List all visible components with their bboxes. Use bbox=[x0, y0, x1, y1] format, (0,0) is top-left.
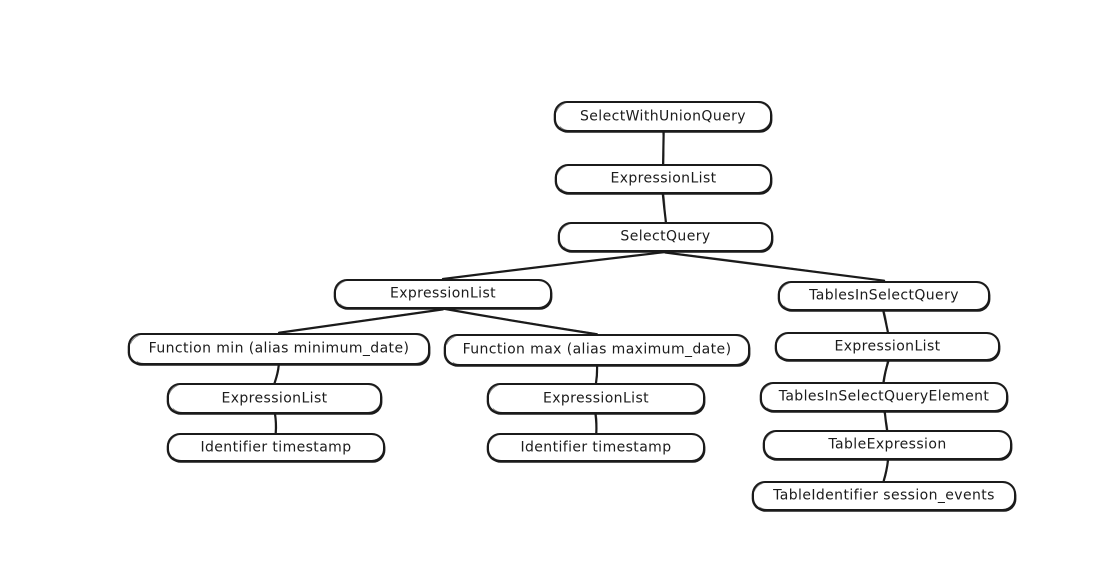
tree-edge bbox=[882, 310, 889, 333]
tree-edge bbox=[595, 413, 598, 434]
tree-edge bbox=[594, 364, 599, 385]
tree-node-label: Function max (alias maximum_date) bbox=[462, 341, 732, 358]
tree-node-label: TablesInSelectQuery bbox=[809, 287, 959, 304]
tree-node-label: ExpressionList bbox=[389, 285, 497, 302]
tree-node[interactable]: SelectQuery bbox=[558, 222, 773, 252]
tree-node[interactable]: Function min (alias minimum_date) bbox=[128, 333, 430, 365]
tree-node[interactable]: ExpressionList bbox=[334, 279, 552, 309]
tree-node-label: ExpressionList bbox=[221, 390, 328, 406]
tree-edge bbox=[442, 307, 598, 336]
tree-edge bbox=[594, 413, 598, 434]
tree-edge bbox=[277, 308, 445, 334]
tree-node[interactable]: SelectWithUnionQuery bbox=[554, 101, 772, 132]
tree-edge bbox=[663, 193, 666, 223]
tree-edge bbox=[882, 360, 890, 383]
tree-node-label: Identifier timestamp bbox=[520, 439, 672, 455]
tree-node[interactable]: TablesInSelectQueryElement bbox=[760, 382, 1008, 412]
tree-node[interactable]: ExpressionList bbox=[167, 383, 382, 414]
tree-node[interactable]: TableIdentifier session_events bbox=[752, 481, 1016, 511]
tree-node-label: ExpressionList bbox=[610, 170, 717, 187]
tree-edge bbox=[661, 192, 668, 224]
tree-edge bbox=[278, 308, 444, 334]
tree-edge bbox=[883, 459, 888, 482]
tree-edge bbox=[442, 251, 667, 280]
tree-edge bbox=[664, 251, 886, 282]
tree-node[interactable]: ExpressionList bbox=[775, 332, 1000, 361]
tree-node[interactable]: Identifier timestamp bbox=[167, 433, 385, 462]
tree-node[interactable]: TableExpression bbox=[763, 430, 1012, 460]
tree-node-label: TablesInSelectQueryElement bbox=[778, 388, 990, 405]
tree-edge bbox=[273, 364, 280, 384]
tree-edge bbox=[661, 130, 665, 166]
tree-edge bbox=[883, 360, 888, 383]
tree-edge bbox=[883, 411, 889, 431]
tree-node[interactable]: Function max (alias maximum_date) bbox=[444, 334, 750, 366]
tree-node[interactable]: ExpressionList bbox=[555, 164, 772, 194]
tree-edge bbox=[273, 413, 278, 434]
tree-node-label: SelectQuery bbox=[620, 228, 711, 245]
tree-node-label: SelectWithUnionQuery bbox=[580, 108, 746, 124]
tree-node-label: TableExpression bbox=[828, 436, 947, 453]
tree-node-label: Identifier timestamp bbox=[200, 439, 352, 455]
tree-node-label: TableIdentifier session_events bbox=[773, 487, 995, 504]
tree-node-label: ExpressionList bbox=[834, 338, 941, 354]
tree-node-label: Function min (alias minimum_date) bbox=[148, 340, 410, 357]
tree-edge bbox=[273, 412, 278, 435]
tree-edge bbox=[883, 310, 888, 333]
tree-edge bbox=[273, 364, 280, 384]
tree-edge bbox=[883, 410, 889, 432]
tree-node-label: ExpressionList bbox=[542, 390, 650, 406]
tree-edge bbox=[441, 250, 667, 281]
tree-edge bbox=[662, 131, 665, 165]
tree-edge bbox=[665, 251, 885, 282]
tree-node[interactable]: ExpressionList bbox=[487, 383, 705, 414]
tree-edge bbox=[882, 459, 890, 482]
tree-node[interactable]: TablesInSelectQuery bbox=[778, 281, 990, 311]
tree-edge bbox=[595, 365, 599, 384]
tree-node[interactable]: Identifier timestamp bbox=[487, 433, 705, 462]
tree-edge bbox=[442, 308, 598, 335]
